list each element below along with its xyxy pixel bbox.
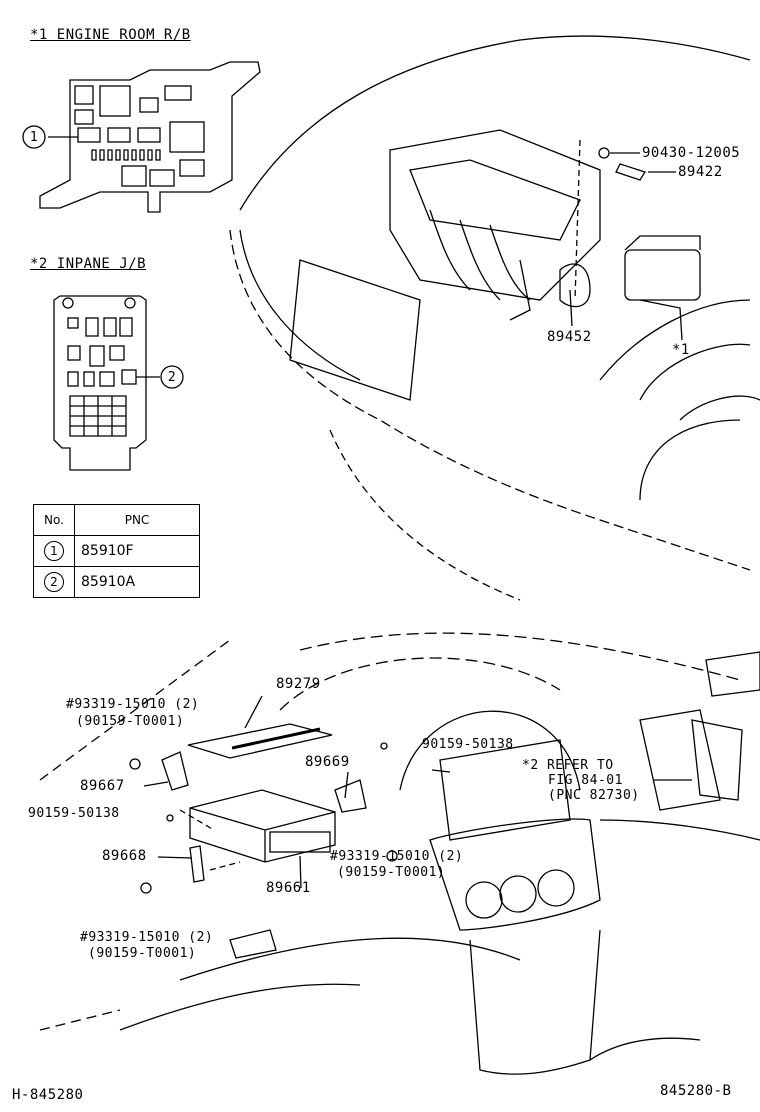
header-pnc: PNC	[74, 504, 200, 536]
callout-refer-a: *2 REFER TO	[522, 758, 614, 773]
row-no-circle: 2	[44, 572, 64, 592]
callout-89422: 89422	[678, 164, 723, 180]
callout-89667: 89667	[80, 778, 125, 794]
callout-star1: *1	[672, 342, 690, 358]
inpane-jb-title: *2 INPANE J/B	[30, 256, 147, 272]
callout-bolt-bottom-b: (90159-T0001)	[88, 946, 197, 961]
pnc-table: No. PNC 1 85910F 2 85910A	[33, 504, 200, 598]
row-pnc: 85910A	[74, 566, 200, 598]
header-no: No.	[33, 504, 75, 536]
marker-2: 2	[167, 370, 177, 385]
engine-bay-drawing	[229, 35, 760, 601]
callout-90159-50138-right: 90159-50138	[422, 737, 514, 752]
callout-89668: 89668	[102, 848, 147, 864]
callout-refer-b: FIG 84-01	[548, 773, 623, 788]
callout-bolt-top-a: #93319-15010 (2)	[66, 697, 200, 712]
callout-bolt-bottom-a: #93319-15010 (2)	[80, 930, 214, 945]
callout-89669: 89669	[305, 754, 350, 770]
table-header-row: No. PNC	[33, 504, 200, 536]
engine-room-rb-drawing	[22, 61, 261, 213]
callout-90430-12005: 90430-12005	[642, 145, 741, 161]
footer-right-code: 845280-B	[660, 1083, 732, 1099]
footer-left-code: H-845280	[12, 1087, 84, 1103]
row-no-circle: 1	[44, 541, 64, 561]
callout-90159-50138-left: 90159-50138	[28, 806, 120, 821]
table-row: 1 85910F	[33, 535, 200, 567]
table-row: 2 85910A	[33, 566, 200, 598]
callout-89661: 89661	[266, 880, 311, 896]
callout-bolt-mid-a: #93319-15010 (2)	[330, 849, 464, 864]
callout-89452: 89452	[547, 329, 592, 345]
callout-bolt-mid-b: (90159-T0001)	[337, 865, 446, 880]
dashboard-drawing	[39, 632, 760, 1075]
callout-bolt-top-b: (90159-T0001)	[76, 714, 185, 729]
callout-refer-c: (PNC 82730)	[548, 788, 640, 803]
inpane-jb-drawing	[53, 295, 184, 471]
engine-room-rb-title: *1 ENGINE ROOM R/B	[30, 27, 191, 43]
callout-89279: 89279	[276, 676, 321, 692]
row-pnc: 85910F	[74, 535, 200, 567]
marker-1: 1	[29, 130, 39, 145]
